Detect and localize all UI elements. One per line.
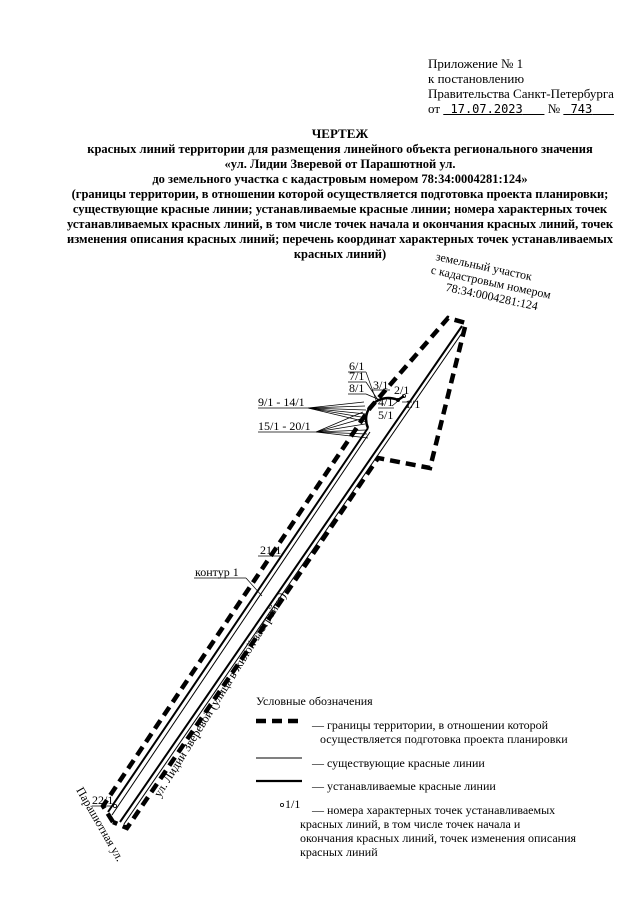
- title-line8: красных линий): [293, 247, 387, 261]
- point-label-3: 3/1: [373, 378, 388, 392]
- point-label-15-20: 15/1 - 20/1: [258, 419, 311, 433]
- leader-fan-9-14: [307, 401, 368, 423]
- contour-label: контур 1: [195, 565, 239, 579]
- legend-row-existing: — существующие красные линии: [256, 756, 616, 785]
- appendix-date-line: от 17.07.2023 № 743: [428, 101, 614, 117]
- legend-points-line4: красных линий: [300, 845, 378, 859]
- point-label-6: 6/1: [349, 359, 364, 373]
- legend-points-line3: окончания красных линий, точек изменения…: [300, 831, 577, 845]
- legend-point-circle: [279, 803, 284, 808]
- appendix-line3: Правительства Санкт-Петербурга: [428, 86, 614, 101]
- appendix-line1: Приложение № 1: [428, 56, 524, 71]
- title-line1: красных линий территории для размещения …: [87, 142, 593, 156]
- point-label-2: 2/1: [394, 383, 409, 397]
- territory-boundary: [100, 315, 469, 831]
- drawing-title: ЧЕРТЕЖ красных линий территории для разм…: [40, 126, 640, 262]
- title-line3: до земельного участка с кадастровым номе…: [152, 172, 528, 186]
- appendix-number: 743: [570, 102, 593, 116]
- legend-boundary-line1: — границы территории, в отношении которо…: [312, 718, 549, 732]
- point-label-8: 8/1: [349, 381, 364, 395]
- title-line2: «ул. Лидии Зверевой от Парашютной ул.: [224, 157, 456, 171]
- title-line4: (границы территории, в отношении которой…: [71, 187, 609, 201]
- legend-row-boundary: — границы территории, в отношении которо…: [256, 718, 616, 762]
- appendix-block: Приложение № 1 к постановлению Правитель…: [428, 56, 614, 117]
- legend-points-line1: — номера характерных точек устанавливаем…: [312, 803, 556, 817]
- legend-title: Условные обозначения: [256, 694, 373, 708]
- point-label-7: 7/1: [349, 369, 364, 383]
- appendix-line2: к постановлению: [428, 71, 525, 86]
- point-label-1: 1/1: [405, 397, 420, 411]
- legend-point-sample: 1/1: [285, 797, 300, 811]
- point-circle: [395, 397, 400, 402]
- legend-existing: — существующие красные линии: [312, 756, 485, 770]
- established-red-line-left: [107, 427, 369, 813]
- point-label-21: 21/1: [260, 543, 281, 557]
- point-label-9-14: 9/1 - 14/1: [258, 395, 305, 409]
- appendix-number-sign: №: [547, 101, 561, 116]
- legend-boundary-line2: осуществляется подготовка проекта планир…: [320, 732, 568, 746]
- leader-fan-15-20: [315, 411, 369, 439]
- appendix-date: 17.07.2023: [450, 102, 523, 116]
- title-line7: изменения описания красных линий; перече…: [67, 232, 613, 246]
- title-heading: ЧЕРТЕЖ: [311, 126, 369, 141]
- title-line6: устанавливаемых красных линий, в том чис…: [66, 217, 614, 231]
- existing-red-line-left: [111, 431, 371, 816]
- leaders-6-8: [348, 371, 412, 409]
- appendix-from: от: [428, 101, 441, 116]
- legend-established: — устанавливаемые красные линии: [312, 779, 496, 793]
- point-circle: [113, 804, 118, 809]
- point-circle: [401, 393, 406, 398]
- point-label-4: 4/1: [378, 395, 393, 409]
- established-red-line-right: [119, 325, 463, 823]
- point-label-22: 22/1: [92, 793, 113, 807]
- legend-points-line2: красных линий, в том числе точек начала …: [300, 817, 521, 831]
- legend: Условные обозначения — границы территори…: [256, 694, 616, 859]
- existing-red-line-right: [123, 329, 465, 825]
- title-line5: существующие красные линии; устанавливае…: [72, 202, 608, 216]
- point-label-5: 5/1: [378, 408, 393, 422]
- legend-row-established: — устанавливаемые красные линии: [256, 779, 616, 809]
